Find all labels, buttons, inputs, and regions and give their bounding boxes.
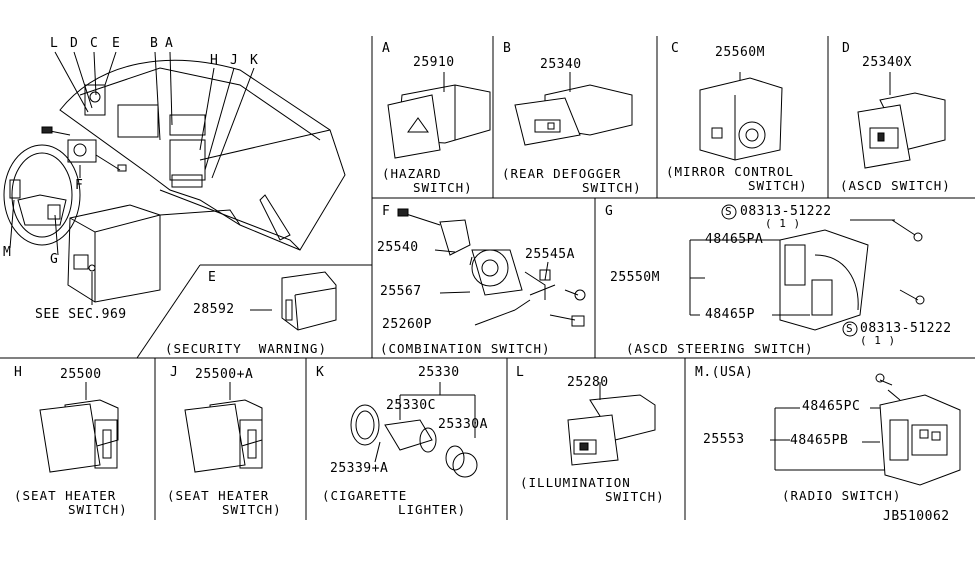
caption-line-1: (ASCD SWITCH) [840,178,951,193]
caption-line-2: SWITCH) [605,489,665,504]
part-number: 25330 [418,365,460,380]
panel-letter: B [503,41,512,56]
callout-l: L [50,36,59,51]
part-number: 25500+A [195,367,254,382]
see-section-reference: SEE SEC.969 [35,307,127,322]
panel-letter: F [382,204,391,219]
part-number: 25340 [540,57,582,72]
panel-letter: E [208,270,217,285]
bolt-quantity: ( 1 ) [765,217,801,230]
part-number: 25330A [438,417,488,432]
panel-letter: J [170,365,179,380]
caption-line-2: SWITCH) [222,502,282,517]
part-number: 25567 [380,284,422,299]
caption-line-1: (SEAT HEATER [14,488,117,503]
callout-b: B [150,36,159,51]
part-number: 25560M [715,45,765,60]
callout-k: K [250,53,259,68]
caption-line-1: (RADIO SWITCH) [782,488,902,503]
part-number: 48465PC [802,399,861,414]
panel-letter: K [316,365,325,380]
callout-d: D [70,36,79,51]
part-number: 25545A [525,247,575,262]
radio-switch-drawing [770,373,961,486]
caption-line-2: SWITCH) [582,180,642,195]
part-number: 28592 [193,302,235,317]
callout-a: A [165,36,174,51]
part-number: 25540 [377,240,419,255]
caption-line-1: (CIGARETTE [322,488,408,503]
part-number: 25553 [703,432,745,447]
caption-line-1: (REAR DEFOGGER [502,166,622,181]
callout-j: J [230,53,239,68]
part-number: 48465P [705,307,755,322]
bolt-part-number: 08313-51222 [860,321,952,336]
panel-letter: A [382,41,391,56]
caption-line-2: SWITCH) [748,178,808,193]
panel-letter: M.(USA) [695,365,754,380]
mirror-control-switch-drawing [699,72,783,161]
rear-defogger-switch-drawing [514,72,633,146]
part-number: 25910 [413,55,455,70]
callout-e: E [112,36,121,51]
bolt-quantity: ( 1 ) [860,334,896,347]
caption-line-1: (HAZARD [382,166,442,181]
hazard-switch-drawing [387,72,491,159]
caption-line-1: (COMBINATION SWITCH) [380,341,551,356]
security-warning-drawing [250,271,337,331]
callout-m: M [3,245,12,260]
combination-switch-drawing [397,208,586,327]
panel-letter: C [671,41,680,56]
ascd-switch-drawing [857,72,946,169]
screw-symbol: S [846,322,854,335]
seat-heater-switch-h-drawing [39,382,119,473]
part-number: 25330C [386,398,436,413]
panel-letter: G [605,204,614,219]
screw-symbol: S [725,205,733,218]
dashboard-drawing [3,51,346,305]
caption-line-2: SWITCH) [68,502,128,517]
part-number: 25339+A [330,461,389,476]
seat-heater-switch-j-drawing [184,382,263,473]
part-number: 25550M [610,270,660,285]
callout-h: H [210,53,219,68]
part-number: 25260P [382,317,432,332]
part-number: 48465PA [705,232,764,247]
panel-letter: D [842,41,851,56]
caption-line-1: (SECURITY WARNING) [165,341,327,356]
part-number: 25500 [60,367,102,382]
ascd-steering-switch-drawing [689,204,925,337]
cigarette-lighter-drawing [350,382,478,478]
panel-letter: H [14,365,23,380]
panel-letter: L [516,365,525,380]
bolt-part-number: 08313-51222 [740,204,832,219]
callout-f: F [75,178,84,193]
part-number: 48465PB [790,433,849,448]
illumination-switch-drawing [567,382,656,466]
panel-grid [0,36,975,520]
caption-line-2: SWITCH) [413,180,473,195]
caption-line-2: LIGHTER) [398,502,467,517]
caption-line-1: (SEAT HEATER [167,488,270,503]
callout-c: C [90,36,99,51]
diagram-id: JB510062 [883,509,950,524]
caption-line-1: (ASCD STEERING SWITCH) [626,341,814,356]
caption-line-1: (ILLUMINATION [520,475,631,490]
part-number: 25280 [567,375,609,390]
part-number: 25340X [862,55,912,70]
callout-g: G [50,252,59,267]
caption-line-1: (MIRROR CONTROL [666,164,794,179]
